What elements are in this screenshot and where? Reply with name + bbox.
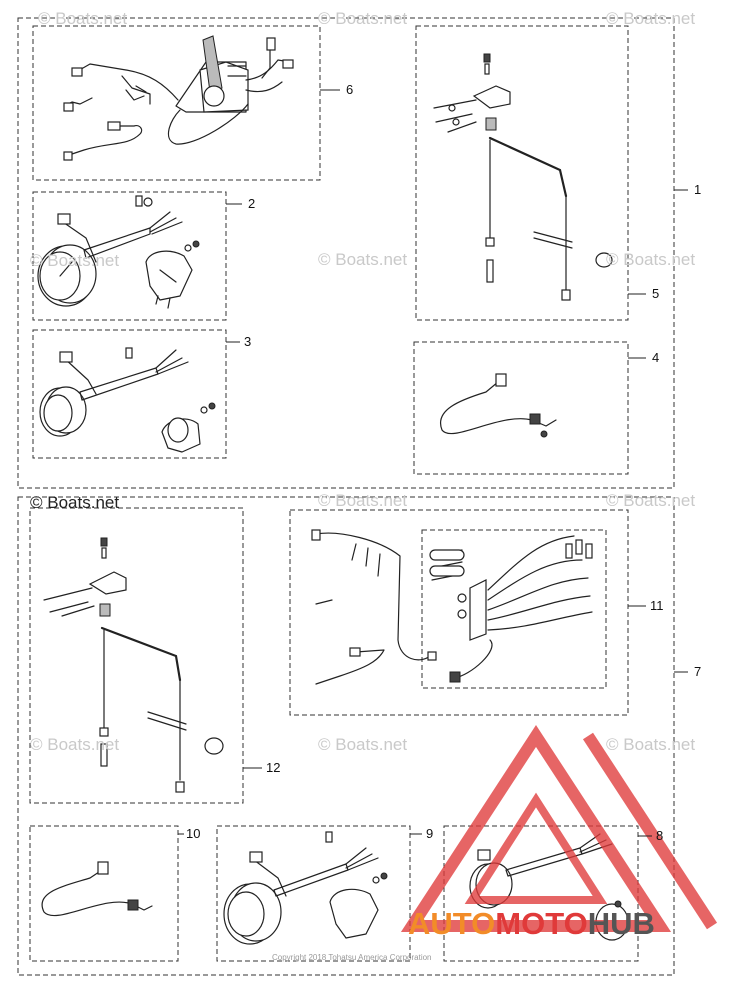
- box-3: [32, 329, 227, 459]
- box-11: [289, 509, 629, 716]
- watermark-text-strong: © Boats.net: [30, 493, 119, 512]
- tachometer-gauge-icon-2: [223, 831, 388, 945]
- callout-12: 12: [266, 760, 280, 775]
- box-9: [216, 825, 411, 962]
- watermark-text: © Boats.net: [318, 735, 407, 754]
- callout-9: 9: [426, 826, 433, 841]
- callout-7: 7: [694, 664, 701, 679]
- callout-4: 4: [652, 350, 659, 365]
- callout-3: 3: [244, 334, 251, 349]
- callout-11: 11: [650, 598, 664, 613]
- mounting-bracket-icon-2: [43, 537, 224, 793]
- main-wiring-harness-icon: [311, 529, 607, 689]
- wiring-harness-icon: [439, 373, 557, 438]
- box-12: [29, 507, 244, 804]
- watermark-text: © Boats.net: [30, 735, 119, 754]
- watermark-text: © Boats.net: [318, 491, 407, 510]
- watermark-text: © Boats.net: [318, 250, 407, 269]
- watermark-text: © Boats.net: [606, 735, 695, 754]
- tachometer-gauge-icon: [37, 195, 200, 309]
- logo-word-part2: MOTO: [495, 906, 587, 941]
- logo-wordmark: AUTOMOTOHUB: [408, 906, 655, 941]
- box-4: [413, 341, 629, 475]
- callout-6: 6: [346, 82, 353, 97]
- watermark-text: © Boats.net: [606, 491, 695, 510]
- watermark-text: © Boats.net: [318, 9, 407, 28]
- box-8: [443, 825, 639, 962]
- mounting-bracket-icon: [433, 53, 613, 301]
- logo-word-part1: AUTO: [408, 906, 495, 941]
- watermark-text: © Boats.net: [606, 250, 695, 269]
- group-7-border: [17, 496, 675, 976]
- logo-word-part3: HUB: [588, 906, 655, 941]
- box-6: [32, 25, 321, 181]
- watermark-text: © Boats.net: [38, 9, 127, 28]
- callout-8: 8: [656, 828, 663, 843]
- trim-gauge-icon: [39, 347, 216, 453]
- watermark-text: © Boats.net: [606, 9, 695, 28]
- box-2: [32, 191, 227, 321]
- box-10: [29, 825, 179, 962]
- watermark-text: © Boats.net: [30, 251, 119, 270]
- callout-10: 10: [186, 826, 200, 841]
- group-1-border: [17, 17, 675, 489]
- remote-control-box-icon: [63, 35, 294, 161]
- copyright-text: Copyright 2018 Tohatsu America Corporati…: [272, 953, 432, 962]
- callout-1: 1: [694, 182, 701, 197]
- triangle-logo-icon: [400, 725, 718, 932]
- box-5: [415, 25, 629, 321]
- callout-5: 5: [652, 286, 659, 301]
- small-harness-icon: [41, 861, 153, 917]
- callout-2: 2: [248, 196, 255, 211]
